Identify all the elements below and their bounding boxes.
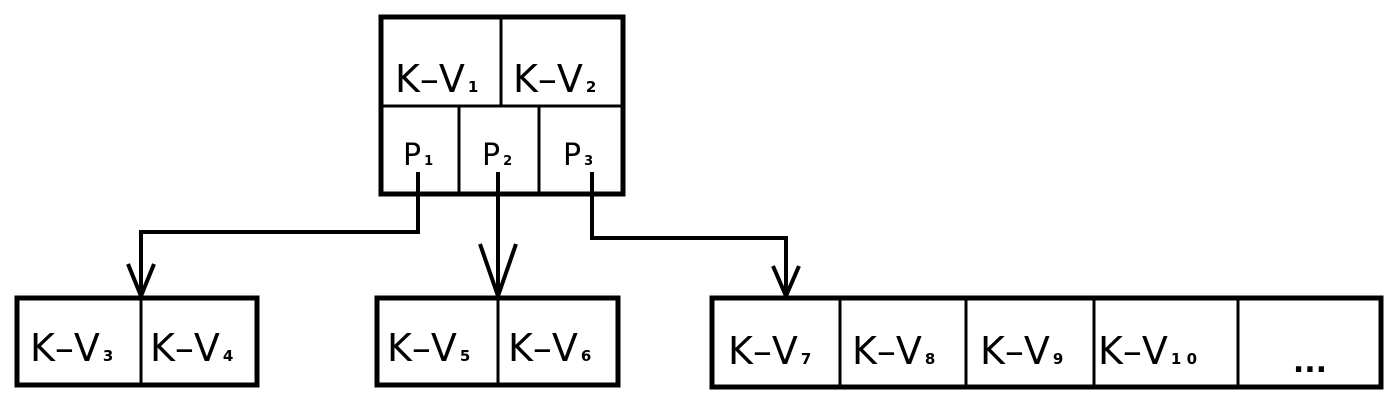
edge-p1-to-child-1 <box>139 172 420 296</box>
pointer-edges <box>126 172 801 303</box>
child-node-1-frame <box>14 295 260 388</box>
child-3-overflow-ellipsis: ... <box>1293 345 1327 380</box>
child-node-3-frame <box>709 295 1384 390</box>
edge-p3-to-child-3 <box>590 172 788 296</box>
